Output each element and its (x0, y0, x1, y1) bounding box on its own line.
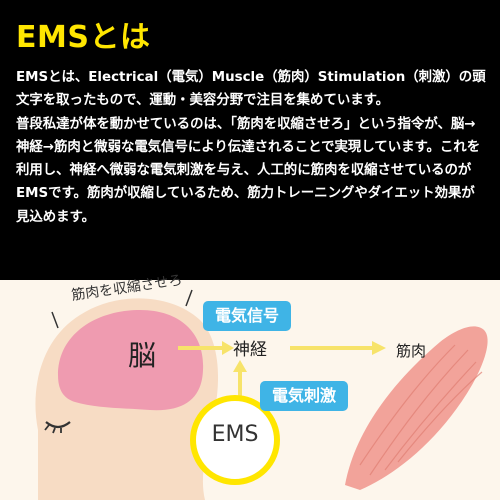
page-title: EMSとは (16, 20, 151, 55)
ems-circle (190, 395, 280, 485)
electric-stimulus-label: 電気刺激 (260, 381, 348, 411)
arrow-nerve-to-muscle (290, 341, 386, 355)
ems-label: EMS (211, 422, 259, 447)
brain-shape (58, 310, 204, 411)
description: EMSとは、Electrical（電気）Muscle（筋肉）Stimulatio… (16, 66, 486, 229)
electric-signal-label: 電気信号 (203, 301, 291, 331)
paragraph-1: EMSとは、Electrical（電気）Muscle（筋肉）Stimulatio… (16, 70, 486, 109)
paragraph-2: 普段私達が体を動かせているのは、「筋肉を収縮させろ」という指令が、脳→神経→筋肉… (16, 116, 481, 225)
muscle-label: 筋肉 (396, 342, 427, 360)
nerve-label: 神経 (233, 340, 267, 360)
brain-label: 脳 (128, 339, 157, 372)
diagram-graphics (35, 289, 488, 500)
eye-icon (45, 421, 71, 429)
arrow-brain-to-nerve (178, 341, 234, 355)
